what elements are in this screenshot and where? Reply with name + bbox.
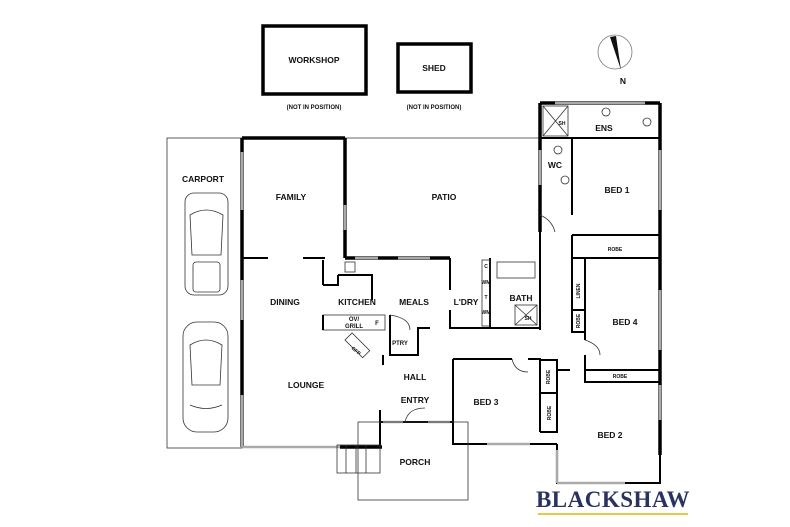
shower-label: SH [525, 316, 532, 322]
car-icon [182, 321, 229, 433]
blackshaw-logo: BLACKSHAW [536, 487, 690, 515]
bed2-label: BED 2 [597, 430, 622, 440]
ensuite-label: ENS [595, 123, 613, 133]
robe-label: ROBE [547, 405, 553, 420]
family-label: FAMILY [276, 192, 307, 202]
entry-label: ENTRY [401, 395, 430, 405]
brand-name: BLACKSHAW [536, 487, 690, 512]
bath-label: BATH [510, 293, 533, 303]
shower-label: SH [559, 121, 566, 127]
lounge-label: LOUNGE [288, 380, 325, 390]
washing-machine-label: WM [482, 310, 491, 316]
workshop-note: (NOT IN POSITION) [287, 105, 342, 111]
north-label: N [620, 76, 626, 86]
linen-label: LINEN [576, 283, 582, 298]
shed-outline [396, 42, 473, 94]
oven-label: OV/ [349, 317, 360, 323]
porch-label: PORCH [400, 457, 431, 467]
shed-label: SHED [422, 63, 446, 73]
dining-label: DINING [270, 297, 300, 307]
car-icon [184, 192, 229, 296]
workshop-label: WORKSHOP [289, 55, 340, 65]
shed-note: (NOT IN POSITION) [407, 105, 462, 111]
north-arrow-icon: N [597, 34, 633, 86]
pantry-label: PTRY [392, 341, 408, 347]
washing-machine-label: WM [482, 280, 491, 286]
kitchen-label: KITCHEN [338, 297, 376, 307]
porch-steps [336, 444, 381, 474]
hall-label: HALL [404, 372, 427, 382]
bed4-label: BED 4 [612, 317, 637, 327]
tub-label: T [484, 295, 487, 301]
ofp-label: OFP [350, 346, 362, 358]
carport-label: CARPORT [182, 174, 225, 184]
robe-label: ROBE [576, 313, 582, 328]
meals-label: MEALS [399, 297, 429, 307]
robe-label: ROBE [546, 369, 552, 384]
laundry-label: L'DRY [454, 297, 479, 307]
cupboard-label: C [484, 264, 488, 270]
robe-label: ROBE [613, 374, 628, 380]
wc-label: WC [548, 160, 562, 170]
house-walls [240, 101, 662, 501]
robe-label: ROBE [608, 247, 623, 253]
patio-label: PATIO [432, 192, 457, 202]
bed1-label: BED 1 [604, 185, 629, 195]
grill-label: GRILL [345, 324, 363, 330]
bed3-label: BED 3 [473, 397, 498, 407]
fridge-label: F [375, 321, 379, 327]
workshop-outline [261, 24, 368, 96]
